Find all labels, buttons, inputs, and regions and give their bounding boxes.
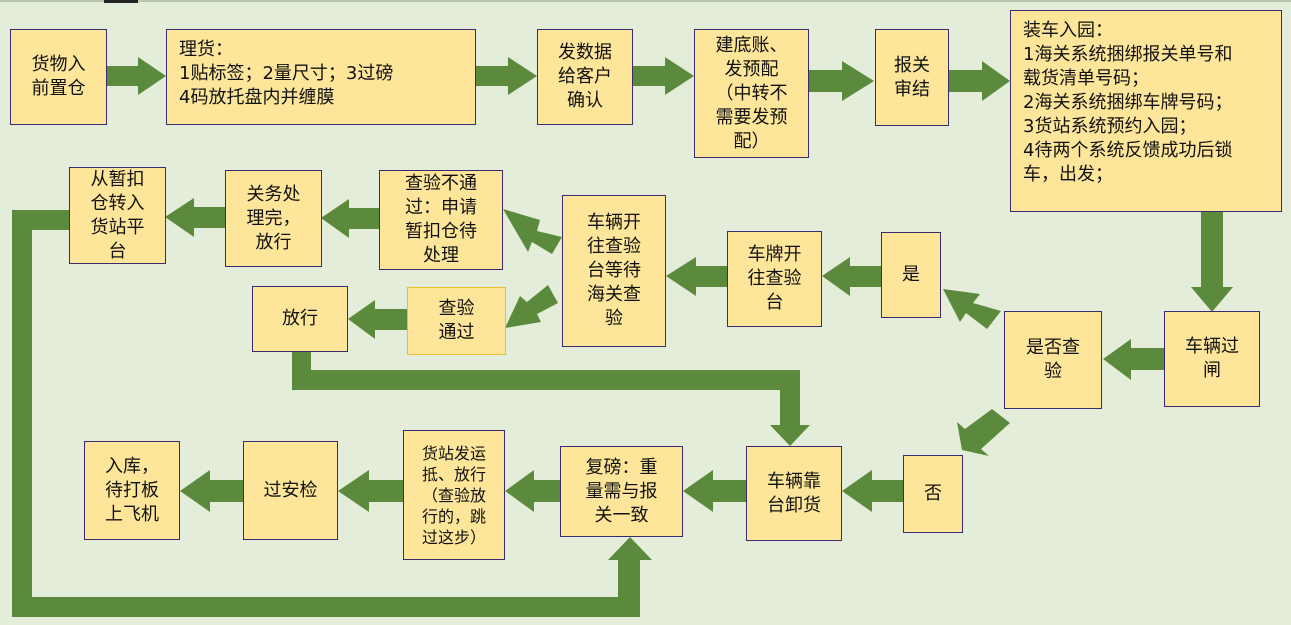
- arrow-s15-s16: [348, 300, 407, 339]
- arrow-s3-s4: [633, 57, 694, 95]
- arrow-s11-s15: [505, 285, 558, 328]
- step-tally-goods: 理货： 1贴标签；2量尺寸；3过磅 4码放托盘内并缠膜: [166, 29, 476, 125]
- step-reweigh: 复磅：重 量需与报 关一致: [560, 446, 683, 537]
- arrow-s18-s19: [683, 470, 746, 512]
- step-send-data-to-customer: 发数据 给客户 确认: [537, 29, 633, 125]
- window-top-tab: [104, 0, 138, 3]
- window-top-border: [0, 0, 1291, 2]
- arrow-s8-s9: [943, 289, 1001, 329]
- step-vehicle-dock-unload: 车辆靠 台卸货: [746, 446, 842, 541]
- step-load-truck-enter-park: 装车入园： 1海关系统捆绑报关单号和 载货清单号码； 2海关系统捆绑车牌号码； …: [1010, 10, 1282, 212]
- arrow-s13-s14: [165, 198, 225, 237]
- arrow-s7-s8: [1103, 339, 1164, 380]
- arrow-s12-s13: [321, 199, 379, 238]
- decision-no: 否: [903, 455, 963, 533]
- arrow-s14-s19: [12, 210, 652, 617]
- arrow-s2-s3: [476, 57, 537, 95]
- arrow-s11-s12: [503, 209, 562, 254]
- arrow-s8-s17: [957, 409, 1010, 456]
- step-plate-to-inspection: 车牌开 往查验 台: [727, 231, 822, 327]
- arrow-s17-s18: [842, 470, 903, 512]
- step-customs-clearance: 报关 审结: [875, 29, 949, 126]
- step-inspection-passed: 查验 通过: [407, 287, 506, 355]
- step-transfer-to-platform: 从暂扣 仓转入 货站平 台: [69, 167, 166, 264]
- arrow-s19-s20: [505, 470, 560, 512]
- arrow-s21-s22: [180, 470, 243, 512]
- decision-yes: 是: [881, 232, 941, 318]
- arrow-s6-s7: [1191, 212, 1233, 312]
- arrow-s10-s11: [666, 257, 727, 296]
- step-warehouse-await-loading: 入库， 待打板 上飞机: [84, 441, 180, 540]
- arrow-s1-s2: [106, 57, 166, 95]
- step-release: 放行: [252, 286, 348, 352]
- step-cargo-station-release: 货站发运 抵、放行 （查验放 行的，跳 过这步）: [403, 430, 505, 560]
- step-goods-to-front-warehouse: 货物入 前置仓: [10, 29, 107, 125]
- step-vehicle-pass-gate: 车辆过 闸: [1164, 311, 1260, 407]
- arrow-s4-s5: [809, 61, 874, 101]
- step-inspection-failed: 查验不通 过：申请 暂扣仓待 处理: [379, 170, 503, 270]
- step-security-check: 过安检: [243, 441, 338, 540]
- arrow-s20-s21: [338, 470, 403, 512]
- step-customs-release: 关务处 理完， 放行: [225, 170, 322, 267]
- arrow-s16-s18: [292, 352, 810, 446]
- step-create-ledger-predeclare: 建底账、 发预配 （中转不 需要发预 配）: [694, 29, 809, 158]
- step-vehicle-wait-inspection: 车辆开 往查验 台等待 海关查 验: [562, 195, 666, 347]
- arrow-s5-s6: [949, 61, 1010, 101]
- decision-inspection: 是否查 验: [1004, 311, 1102, 409]
- arrow-s9-s10: [822, 257, 881, 296]
